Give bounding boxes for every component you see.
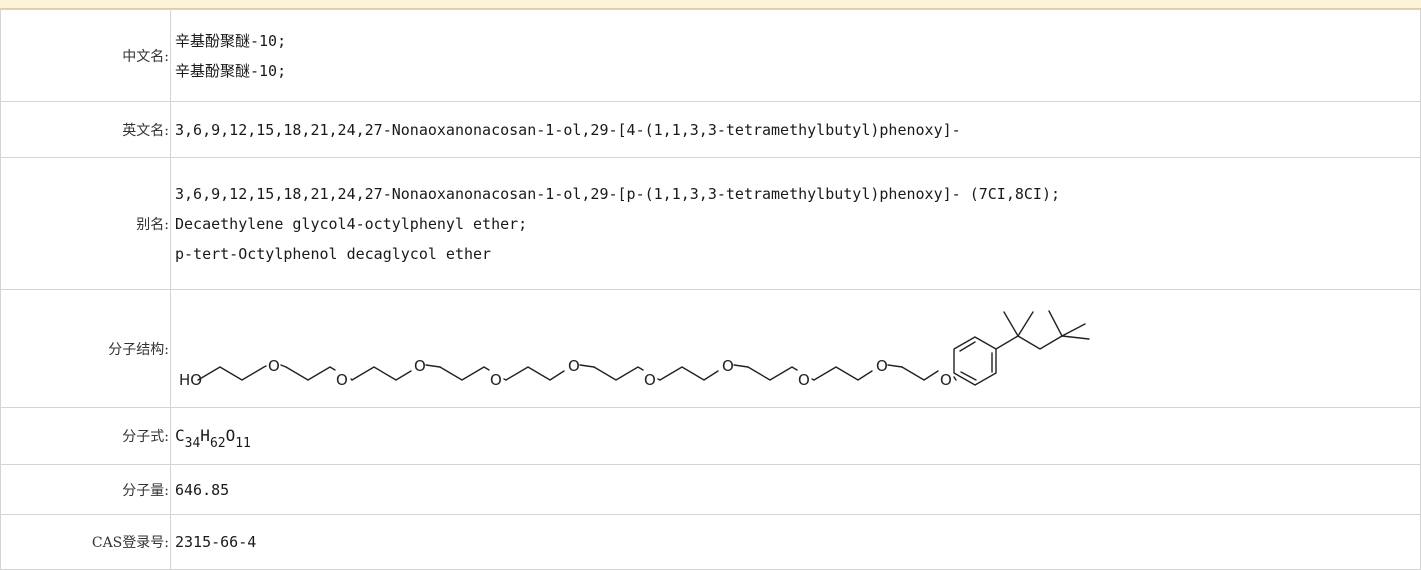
formula-hydrogen-count: 62 [209,436,226,451]
ho-atom-label: HO [179,371,202,389]
row-synonyms: 别名: 3,6,9,12,15,18,21,24,27-Nonaoxanonac… [0,157,1421,290]
top-banner [0,0,1421,9]
oxygen-atom-label: O [414,357,426,375]
oxygen-atom-label: O [336,371,348,389]
row-english-name: 英文名: 3,6,9,12,15,18,21,24,27-Nonaoxanona… [0,101,1421,158]
row-molecular-weight: 分子量: 646.85 [0,464,1421,515]
row-cas-number: CAS登录号: 2315-66-4 [0,514,1421,570]
label-cas-number: CAS登录号: [0,514,171,570]
label-molecular-weight: 分子量: [0,464,171,515]
oxygen-atom-label: O [876,357,888,375]
label-structure: 分子结构: [0,289,171,408]
formula-oxygen: O [225,426,236,445]
oxygen-atom-label: O [490,371,502,389]
value-cas-number: 2315-66-4 [170,514,1421,570]
formula-carbon-count: 34 [184,436,201,451]
label-synonyms: 别名: [0,157,171,290]
synonym-line: Decaethylene glycol4-octylphenyl ether; [175,214,528,233]
row-structure: 分子结构: [0,289,1421,408]
value-molecular-weight: 646.85 [170,464,1421,515]
oxygen-atom-label: O [268,357,280,375]
row-formula: 分子式: C34H62O11 [0,407,1421,465]
oxygen-atom-label: O [798,371,810,389]
label-english-name: 英文名: [0,101,171,158]
value-synonyms: 3,6,9,12,15,18,21,24,27-Nonaoxanonacosan… [170,157,1421,290]
property-table: 中文名: 辛基酚聚醚-10; 辛基酚聚醚-10; 英文名: 3,6,9,12,1… [0,9,1421,570]
oxygen-atom-label: O [940,371,952,389]
value-chinese-name: 辛基酚聚醚-10; 辛基酚聚醚-10; [170,9,1421,102]
molecular-formula: C34H62O11 [175,426,251,450]
formula-hydrogen: H [200,426,210,445]
chinese-name-line: 辛基酚聚醚-10; [175,31,287,50]
english-name-line: 3,6,9,12,15,18,21,24,27-Nonaoxanonacosan… [175,120,961,139]
value-formula: C34H62O11 [170,407,1421,465]
formula-oxygen-count: 11 [235,436,251,451]
oxygen-atom-label: O [644,371,656,389]
synonym-line: 3,6,9,12,15,18,21,24,27-Nonaoxanonacosan… [175,184,1061,203]
value-structure: HO O O O O O O O O O O [170,289,1421,408]
synonym-line: p-tert-Octylphenol decaglycol ether [175,244,492,263]
label-formula: 分子式: [0,407,171,465]
label-chinese-name: 中文名: [0,9,171,102]
molecular-structure-image: HO O O O O O O O O O O [179,309,1090,389]
chinese-name-line: 辛基酚聚醚-10; [175,61,287,80]
row-chinese-name: 中文名: 辛基酚聚醚-10; 辛基酚聚醚-10; [0,9,1421,102]
value-english-name: 3,6,9,12,15,18,21,24,27-Nonaoxanonacosan… [170,101,1421,158]
oxygen-atom-label: O [568,357,580,375]
oxygen-atom-label: O [722,357,734,375]
formula-carbon: C [175,426,185,445]
